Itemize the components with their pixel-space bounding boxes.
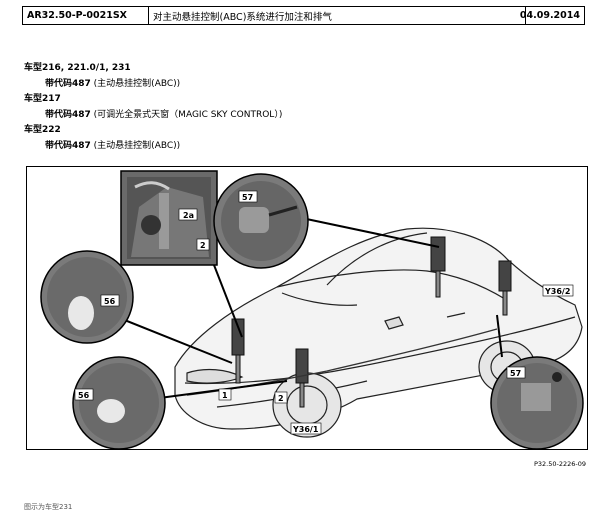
option-code-line: 带代码487 (可调光全景式天窗（MAGIC SKY CONTROL）) (24, 108, 282, 124)
callout-57-top: 57 (242, 193, 253, 202)
callout-2-main: 2 (278, 394, 284, 403)
callout-y36-1: Y36/1 (292, 425, 319, 434)
inset-bleed-valve-low (72, 356, 166, 449)
document-title: 对主动悬挂控制(ABC)系统进行加注和排气 (149, 7, 526, 24)
inset-rear-bleed-valve (490, 356, 584, 449)
option-code: 带代码487 (45, 78, 91, 89)
option-code: 带代码487 (45, 140, 91, 151)
inset-engine-bay (120, 170, 218, 266)
document-header: AR32.50-P-0021SX 对主动悬挂控制(ABC)系统进行加注和排气 0… (22, 6, 585, 25)
callout-56-low: 56 (78, 391, 90, 400)
front-strut-left (231, 318, 245, 384)
figure-reference: P32.50-2226-09 (533, 460, 586, 468)
callout-labels: 2a 2 57 56 56 1 2 Y36/1 Y36/2 57 (74, 190, 574, 435)
option-description: (主动悬挂控制(ABC)) (93, 140, 181, 151)
model-line: 车型216, 221.0/1, 231 (24, 63, 131, 73)
inset-reservoir-valve (213, 173, 309, 269)
callout-2-inset: 2 (200, 241, 206, 250)
illustration-canvas: 2a 2 57 56 56 1 2 Y36/1 Y36/2 57 (40, 170, 584, 449)
inset-front-bleed-valve (40, 250, 134, 344)
document-date: 04.09.2014 (519, 10, 580, 21)
front-strut-right (295, 348, 309, 408)
rear-strut-right (498, 260, 512, 316)
callout-y36-2: Y36/2 (544, 287, 570, 296)
callout-2a: 2a (183, 211, 194, 220)
document-code: AR32.50-P-0021SX (23, 7, 149, 24)
model-line: 车型217 (24, 94, 61, 105)
abc-system-illustration: 2a 2 57 56 56 1 2 Y36/1 Y36/2 57 (26, 166, 588, 450)
callout-1: 1 (222, 391, 228, 400)
callout-57-right: 57 (510, 369, 521, 378)
option-description: (主动悬挂控制(ABC)) (93, 78, 181, 89)
car-illustration (174, 227, 583, 438)
model-applicability-list: 车型216, 221.0/1, 231 带代码487 (主动悬挂控制(ABC))… (24, 61, 282, 155)
option-code-line: 带代码487 (主动悬挂控制(ABC)) (24, 77, 282, 93)
model-line: 车型222 (24, 125, 61, 136)
figure-caption-cut-off: 图示为车型231 (24, 503, 73, 511)
callout-56-left: 56 (104, 297, 116, 306)
option-description: (可调光全景式天窗（MAGIC SKY CONTROL）) (93, 109, 283, 120)
option-code: 带代码487 (45, 109, 91, 120)
option-code-line: 带代码487 (主动悬挂控制(ABC)) (24, 139, 282, 155)
